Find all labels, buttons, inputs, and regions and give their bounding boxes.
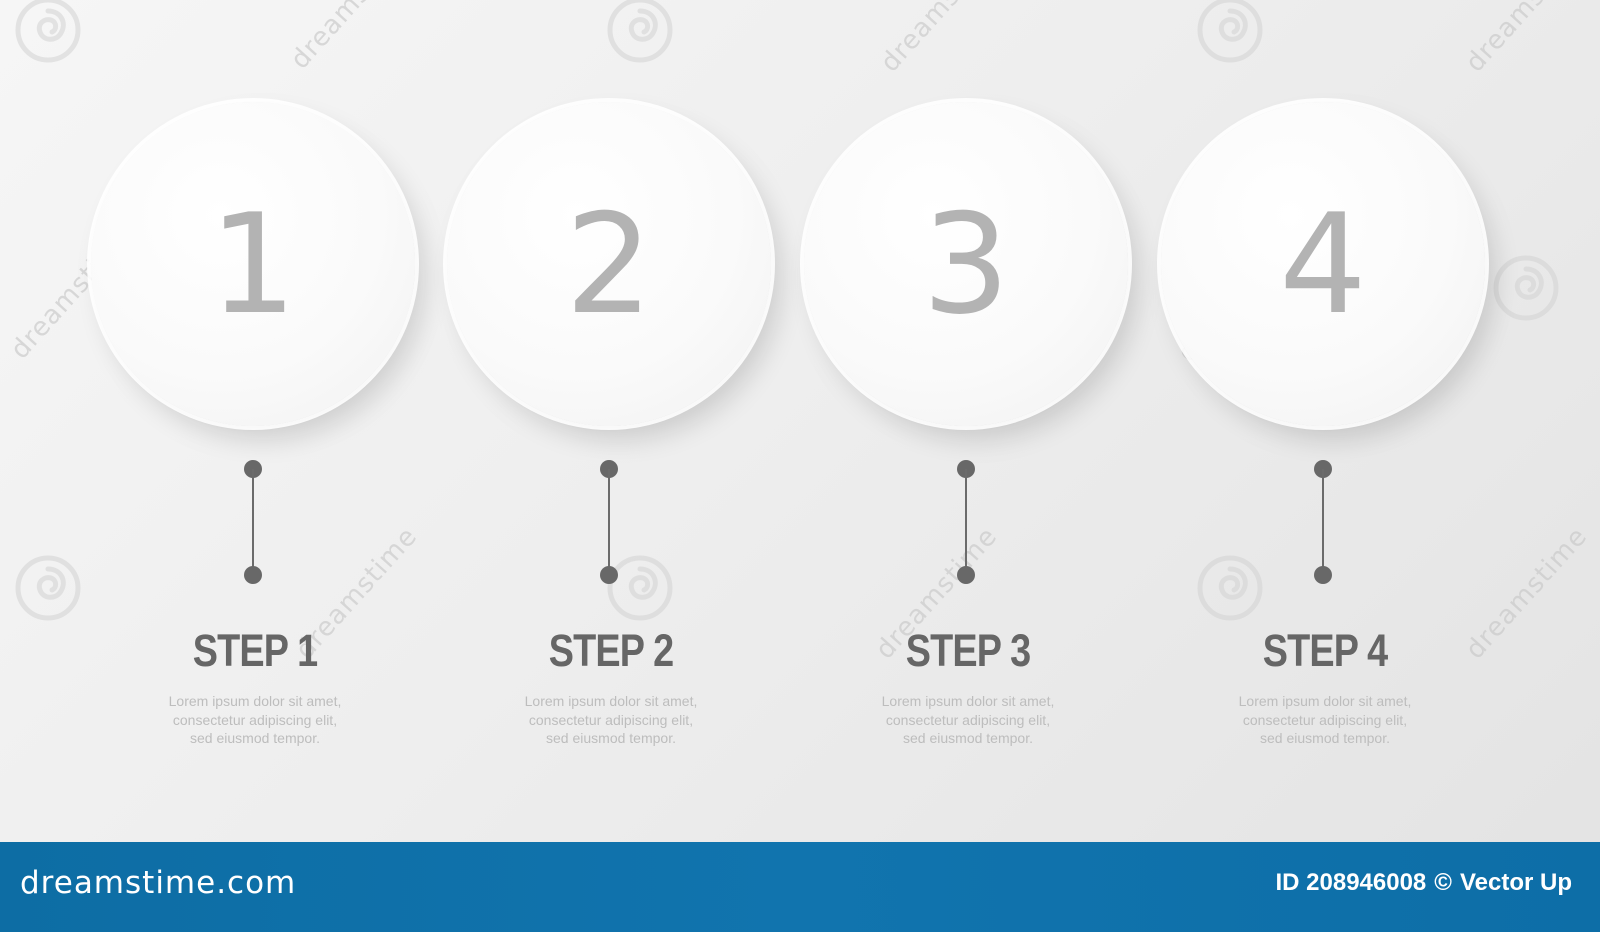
connector-bottom-dot (1314, 566, 1332, 584)
step-circle: 1 (91, 102, 415, 426)
step-title: STEP 4 (1262, 625, 1388, 676)
spiral-watermark-icon (607, 0, 673, 63)
description-line: Lorem ipsum dolor sit amet, (524, 693, 698, 709)
step-2: 2 STEP 2 Lorem ipsum dolor sit amet, con… (446, 102, 776, 762)
step-connector-icon (957, 460, 975, 584)
description-line: sed eiusmod tempor. (1260, 730, 1390, 746)
step-connector-icon (600, 460, 618, 584)
footer-brand: dreamstime.com (20, 865, 297, 901)
step-number: 4 (1279, 184, 1367, 345)
step-title: STEP 2 (548, 625, 674, 676)
image-id: ID 208946008 (1275, 869, 1427, 896)
watermark-text-2: dreamstime (875, 0, 1009, 79)
step-number: 1 (209, 184, 297, 345)
spiral-watermark-icon (15, 555, 81, 621)
step-connector-icon (244, 460, 262, 584)
watermark-text-3: dreamstime (1460, 0, 1594, 79)
description-line: consectetur adipiscing elit, (528, 711, 694, 728)
connector-bottom-dot (244, 566, 262, 584)
step-3: 3 STEP 3 Lorem ipsum dolor sit amet, con… (803, 102, 1133, 762)
copyright-symbol: © (1434, 869, 1452, 896)
spiral-watermark-icon (1197, 0, 1263, 63)
connector-line (608, 469, 610, 575)
connector-bottom-dot (957, 566, 975, 584)
description-line: consectetur adipiscing elit, (885, 711, 1051, 728)
author-name: Vector Up (1459, 869, 1572, 896)
description-line: sed eiusmod tempor. (903, 730, 1033, 746)
step-connector-icon (1314, 460, 1332, 584)
footer-bar: dreamstime.com ID 208946008 © Vector Up (0, 842, 1600, 932)
infographic-canvas: dreamstime dreamstime dreamstime dreamst… (5, 0, 1594, 762)
connector-line (252, 469, 254, 575)
step-description: Lorem ipsum dolor sit amet, consectetur … (491, 692, 731, 748)
description-line: Lorem ipsum dolor sit amet, (1238, 693, 1412, 709)
spiral-watermark-icon (15, 0, 81, 63)
step-circle: 2 (447, 102, 771, 426)
description-line: consectetur adipiscing elit, (172, 711, 338, 728)
step-number: 3 (922, 184, 1010, 345)
step-description: Lorem ipsum dolor sit amet, consectetur … (135, 692, 375, 748)
description-line: Lorem ipsum dolor sit amet, (881, 693, 1055, 709)
spiral-watermark-icon (1493, 255, 1559, 321)
footer-image-info: ID 208946008 © Vector Up (1275, 871, 1572, 895)
connector-bottom-dot (600, 566, 618, 584)
description-line: sed eiusmod tempor. (546, 730, 676, 746)
step-1: 1 STEP 1 Lorem ipsum dolor sit amet, con… (90, 102, 420, 762)
connector-line (965, 469, 967, 575)
description-line: sed eiusmod tempor. (190, 730, 320, 746)
description-line: consectetur adipiscing elit, (1242, 711, 1408, 728)
step-description: Lorem ipsum dolor sit amet, consectetur … (1205, 692, 1445, 748)
description-line: Lorem ipsum dolor sit amet, (168, 693, 342, 709)
watermark-text-1: dreamstime (285, 0, 419, 76)
step-number: 2 (565, 184, 653, 345)
connector-line (1322, 469, 1324, 575)
step-circle: 4 (1161, 102, 1485, 426)
step-title: STEP 1 (192, 625, 318, 676)
step-description: Lorem ipsum dolor sit amet, consectetur … (848, 692, 1088, 748)
step-4: 4 STEP 4 Lorem ipsum dolor sit amet, con… (1160, 102, 1490, 762)
step-title: STEP 3 (905, 625, 1031, 676)
step-circle: 3 (804, 102, 1128, 426)
